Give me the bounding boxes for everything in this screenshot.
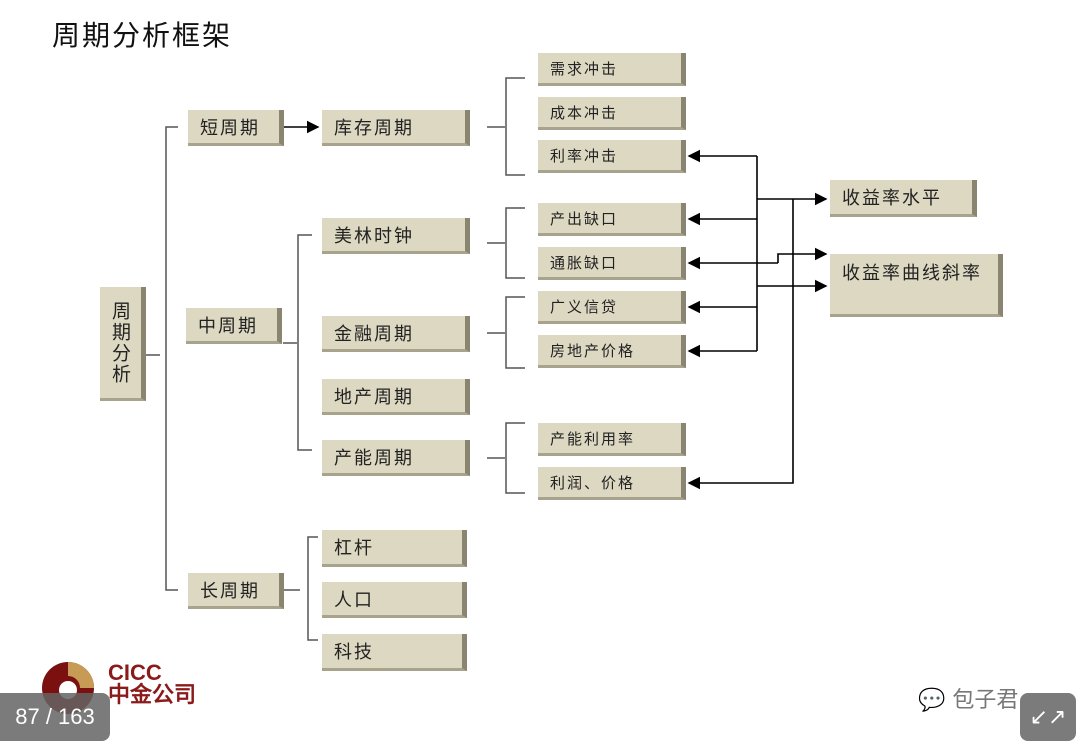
page-indicator: 87 / 163	[0, 693, 110, 741]
mid-cycle-box: 中周期	[186, 308, 282, 344]
inventory-cycle-box: 库存周期	[322, 110, 470, 146]
demand-shock-box: 需求冲击	[538, 53, 686, 86]
expand-icon[interactable]: ↙↗	[1020, 693, 1076, 741]
inflation-gap-box: 通胀缺口	[538, 247, 686, 280]
short-cycle-box: 短周期	[188, 110, 284, 146]
property-cycle-box: 地产周期	[322, 379, 470, 415]
mid-brace	[283, 234, 312, 451]
page-title: 周期分析框架	[52, 19, 233, 52]
financial-brace	[487, 296, 525, 369]
leverage-box: 杠杆	[322, 530, 467, 567]
capacity-brace	[487, 422, 525, 494]
broad-credit-box: 广义信贷	[538, 291, 686, 324]
profit-price-box: 利润、价格	[538, 467, 686, 500]
house-price-box: 房地产价格	[538, 335, 686, 368]
merrill-clock-box: 美林时钟	[322, 218, 470, 254]
root-brace	[145, 126, 178, 591]
merrill-brace	[487, 207, 525, 279]
output-gap-box: 产出缺口	[538, 203, 686, 236]
capacity-utilization-box: 产能利用率	[538, 423, 686, 456]
wechat-watermark: 💬 包子君	[918, 688, 1019, 713]
financial-cycle-box: 金融周期	[322, 316, 470, 352]
long-brace	[283, 536, 318, 641]
root-box: 周期分析	[100, 287, 146, 401]
technology-box: 科技	[322, 634, 467, 671]
population-box: 人口	[322, 582, 467, 618]
capacity-cycle-box: 产能周期	[322, 440, 470, 476]
cost-shock-box: 成本冲击	[538, 97, 686, 130]
rate-shock-box: 利率冲击	[538, 140, 686, 173]
yield-level-box: 收益率水平	[830, 180, 977, 217]
yield-slope-box: 收益率曲线斜率	[830, 254, 1003, 317]
inventory-brace	[487, 77, 525, 176]
long-cycle-box: 长周期	[188, 573, 284, 609]
